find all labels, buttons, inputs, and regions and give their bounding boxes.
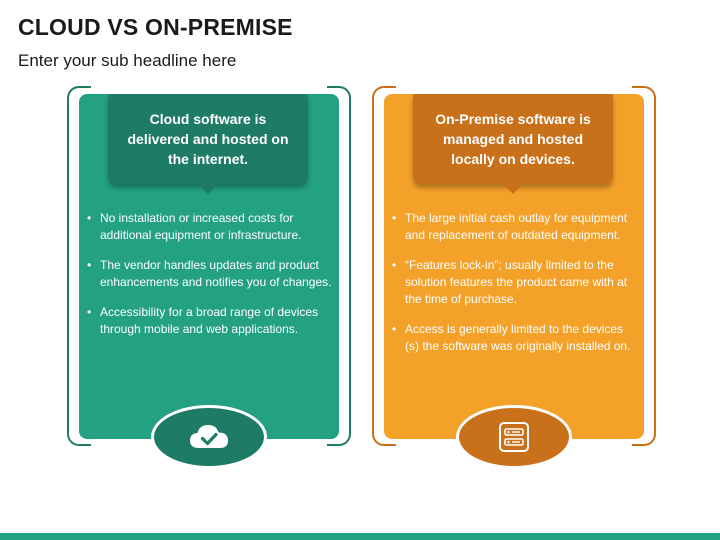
cloud-right-bracket <box>327 86 351 446</box>
server-icon <box>499 422 529 452</box>
onprem-bullet-2: “Features lock-in”; usually limited to t… <box>391 257 637 308</box>
onprem-bullet-list: The large initial cash outlay for equipm… <box>391 210 637 368</box>
onprem-right-bracket <box>632 86 656 446</box>
onprem-left-bracket <box>372 86 396 446</box>
page-subtitle: Enter your sub headline here <box>18 51 237 70</box>
cloud-left-bracket <box>67 86 91 446</box>
onprem-header-text: On-Premise software is managed and hoste… <box>435 111 591 167</box>
onprem-header-box: On-Premise software is managed and hoste… <box>413 94 613 194</box>
page-title: CLOUD VS ON-PREMISE <box>18 14 293 40</box>
cloud-header-text: Cloud software is delivered and hosted o… <box>127 111 289 167</box>
cloud-card: Cloud software is delivered and hosted o… <box>79 94 339 439</box>
cloud-header-box: Cloud software is delivered and hosted o… <box>108 94 308 194</box>
cloud-check-icon <box>190 425 228 448</box>
onprem-bullet-3: Access is generally limited to the devic… <box>391 321 637 355</box>
bottom-accent-bar <box>0 533 720 540</box>
cloud-bullet-2: The vendor handles updates and product e… <box>86 257 332 291</box>
cloud-bullet-1: No installation or increased costs for a… <box>86 210 332 244</box>
cloud-bullet-3: Accessibility for a broad range of devic… <box>86 304 332 338</box>
cloud-icon-oval <box>151 405 267 469</box>
onprem-icon-oval <box>456 405 572 469</box>
onprem-card: On-Premise software is managed and hoste… <box>384 94 644 439</box>
cloud-bullet-list: No installation or increased costs for a… <box>86 210 332 351</box>
onprem-bullet-1: The large initial cash outlay for equipm… <box>391 210 637 244</box>
